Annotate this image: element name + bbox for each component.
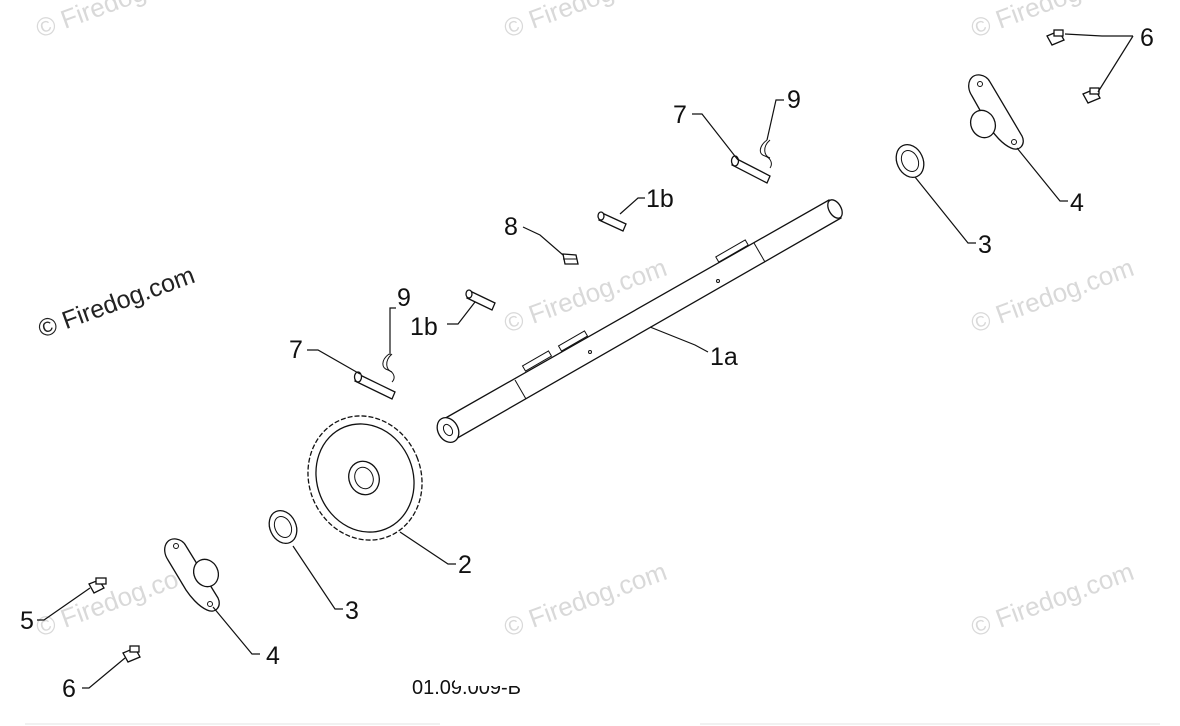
label-9-right: 9: [787, 86, 801, 114]
watermark-mid-right: © Firedog.com: [967, 252, 1138, 339]
washer-3-left: [268, 509, 298, 545]
bearing-4-left: [164, 538, 220, 612]
label-5: 5: [20, 607, 34, 635]
label-4-left: 4: [266, 642, 280, 670]
label-1a: 1a: [710, 343, 738, 371]
washer-3-right: [895, 143, 925, 179]
bolt-5: [88, 577, 107, 594]
callout-labels: 1a 1b 1b 2 3 3 4 4 5 6 6 7 7 8 9 9: [20, 24, 1154, 703]
watermark-top-center: © Firedog.com: [500, 0, 671, 44]
label-9-left: 9: [397, 284, 411, 312]
label-7-left: 7: [289, 336, 303, 364]
hairpin-9-right: [759, 139, 772, 169]
drawing-code-clip: [455, 670, 605, 686]
label-7-right: 7: [673, 101, 687, 129]
label-4-right: 4: [1070, 189, 1084, 217]
pin-1b-lower: [465, 289, 496, 311]
label-3-left: 3: [345, 597, 359, 625]
key-8: [562, 253, 579, 265]
label-1b-upper: 1b: [646, 185, 674, 213]
bolt-6-left: [122, 645, 141, 663]
label-3-right: 3: [978, 231, 992, 259]
label-6-right: 6: [1140, 24, 1154, 52]
leader-lines: [37, 33, 1134, 689]
clevis-pin-7-left: [353, 371, 396, 400]
bolt-6-right-lower: [1082, 87, 1101, 104]
label-8: 8: [504, 213, 518, 241]
label-1b-lower: 1b: [410, 313, 438, 341]
watermark-main: © Firedog.com: [34, 261, 198, 344]
pin-1b-upper: [597, 211, 627, 232]
hairpin-9-left: [382, 353, 395, 383]
sprocket-2: [307, 415, 423, 541]
label-6-left: 6: [62, 675, 76, 703]
clevis-pin-7-right: [730, 155, 771, 184]
bearing-4-right: [968, 74, 1024, 150]
label-2: 2: [458, 551, 472, 579]
watermark-top-left: © Firedog.com: [32, 0, 203, 44]
watermark-bottom-right: © Firedog.com: [967, 556, 1138, 643]
bolt-6-right-upper: [1046, 29, 1065, 46]
watermark-bottom-center: © Firedog.com: [500, 556, 671, 643]
shaft-1a: [436, 199, 843, 443]
